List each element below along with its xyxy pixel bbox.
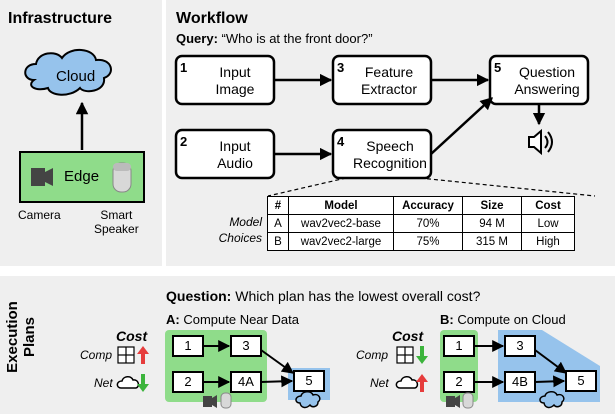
plan-b-net-label: Net [370, 376, 389, 390]
plan-a-net-down-arrow-icon [137, 374, 149, 392]
execution-question: Question: Which plan has the lowest over… [166, 288, 481, 304]
model-choices-label: Model Choices [218, 215, 262, 245]
camera-label: Camera [18, 208, 61, 222]
plan-a-cloud-icon [295, 391, 321, 409]
plan-a-node-2: 2 [184, 374, 192, 389]
plan-b-node-3: 3 [516, 338, 524, 353]
plan-a-node-5: 5 [305, 373, 313, 388]
smart-speaker-label: Smart Speaker [94, 208, 139, 236]
table-cell: wav2vec2-large [288, 232, 394, 251]
plan-b-camera-icon [446, 395, 460, 408]
table-header: # [267, 196, 289, 215]
table-cell: 94 M [462, 214, 522, 233]
table-header: Size [462, 196, 522, 215]
table-cell: 75% [393, 232, 463, 251]
plan-a-network-cloud-icon [116, 376, 140, 389]
plan-a-camera-icon [203, 395, 217, 408]
table-cell: Low [521, 214, 575, 233]
workflow-title: Workflow [176, 10, 248, 27]
model-table: # Model Accuracy Size Cost A wav2vec2-ba… [267, 196, 575, 251]
plan-a-node-4a: 4A [238, 374, 254, 389]
node-5-number: 5 [494, 60, 502, 75]
plan-b-speaker-icon [462, 392, 474, 409]
node-1-number: 1 [180, 60, 188, 75]
table-cell: A [267, 214, 289, 233]
table-header: Accuracy [393, 196, 463, 215]
plan-a-node-1: 1 [184, 338, 192, 353]
plan-a-net-label: Net [94, 376, 113, 390]
table-row: B wav2vec2-large 75% 315 M High [267, 232, 575, 251]
edge-label: Edge [64, 168, 100, 185]
plan-a-node-3: 3 [242, 338, 250, 353]
plan-b-comp-down-arrow-icon [416, 346, 428, 364]
camera-icon [31, 168, 53, 186]
node-2-number: 2 [180, 134, 188, 149]
table-row: A wav2vec2-base 70% 94 M Low [267, 214, 575, 233]
table-header: Model [288, 196, 394, 215]
cloud-shape [24, 49, 112, 96]
plan-a-comp-up-arrow-icon [137, 346, 149, 364]
plan-b-title: B: Compute on Cloud [440, 312, 566, 327]
plan-b-node-1: 1 [455, 338, 463, 353]
plan-b-node-5: 5 [577, 373, 585, 388]
node-3-number: 3 [337, 60, 345, 75]
query: Query: “Who is at the front door?” [176, 31, 373, 46]
plan-a-comp-label: Comp [80, 348, 113, 362]
table-cell: 70% [393, 214, 463, 233]
plan-b-network-cloud-icon [395, 376, 419, 389]
table-header: Cost [521, 196, 575, 215]
plan-b-cost-label: Cost [392, 328, 424, 344]
execution-plans-label: Execution Plans [4, 301, 38, 373]
plan-b-node-4b: 4B [512, 374, 528, 389]
plan-a-cost-label: Cost [116, 328, 148, 344]
table-cell: 315 M [462, 232, 522, 251]
table-header-row: # Model Accuracy Size Cost [267, 196, 575, 215]
plan-a-speaker-icon [220, 392, 232, 409]
plan-a-calculator-icon [117, 346, 135, 364]
cloud-label: Cloud [56, 68, 96, 85]
plan-b-comp-label: Comp [356, 348, 389, 362]
plan-b-calculator-icon [396, 346, 414, 364]
audio-output-icon [528, 128, 553, 156]
plan-b-node-2: 2 [455, 374, 463, 389]
node-4-number: 4 [337, 134, 345, 149]
infrastructure-title: Infrastructure [8, 10, 113, 27]
table-cell: B [267, 232, 289, 251]
plan-b-net-up-arrow-icon [416, 374, 428, 392]
plan-a-title: A: Compute Near Data [166, 312, 299, 327]
plan-b-cloud-icon [539, 391, 565, 409]
table-cell: wav2vec2-base [288, 214, 394, 233]
smart-speaker-icon [112, 162, 132, 193]
table-cell: High [521, 232, 575, 251]
